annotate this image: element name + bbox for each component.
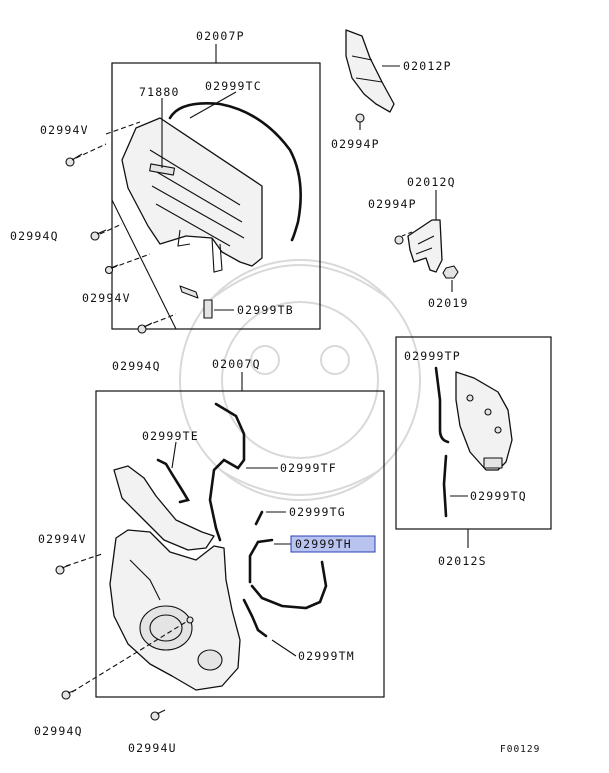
label-02999TC[interactable]: 02999TC — [205, 79, 262, 93]
label-02999TQ[interactable]: 02999TQ — [470, 489, 527, 503]
label-02994Q-lower[interactable]: 02994Q — [112, 359, 161, 373]
seal-02999TB[interactable] — [179, 285, 199, 299]
bolt-02994V-top[interactable] — [65, 153, 83, 167]
label-02012S[interactable]: 02012S — [438, 554, 487, 568]
gasket-02999TE[interactable] — [156, 458, 191, 504]
bracket-02012Q-group — [394, 190, 459, 292]
label-02994V-lower[interactable]: 02994V — [38, 532, 87, 546]
label-02999TM[interactable]: 02999TM — [298, 649, 355, 663]
watermark-emblem — [179, 259, 421, 501]
label-02999TB[interactable]: 02999TB — [237, 303, 294, 317]
figure-code: F00129 — [500, 744, 540, 755]
label-02994U[interactable]: 02994U — [128, 741, 177, 755]
label-02999TG[interactable]: 02999TG — [289, 505, 346, 519]
gasket-02999TC[interactable] — [168, 102, 302, 242]
bolt-02994P-top[interactable] — [355, 113, 365, 130]
nut-02019[interactable] — [442, 265, 459, 279]
bracket-02012P[interactable] — [345, 29, 395, 113]
highlight-02999TH — [290, 535, 376, 553]
gasket-02999TQ[interactable] — [442, 454, 448, 518]
crank-opening[interactable] — [139, 605, 193, 651]
bolt-02994V-lower[interactable] — [55, 564, 71, 575]
label-02999TP[interactable]: 02999TP — [404, 349, 461, 363]
lower-cover-group — [55, 372, 385, 721]
gasket-02999TP[interactable] — [434, 366, 450, 444]
label-02994V-top[interactable]: 02994V — [40, 123, 89, 137]
label-02994Q-bottom[interactable]: 02994Q — [34, 724, 83, 738]
bracket-02012S-group — [395, 336, 552, 548]
bolt-02994U[interactable] — [150, 709, 166, 721]
gasket-02999TH[interactable] — [248, 538, 274, 584]
label-02999TF[interactable]: 02999TF — [280, 461, 337, 475]
gasket-loop[interactable] — [250, 560, 328, 610]
label-02994P-top[interactable]: 02994P — [331, 137, 380, 151]
label-02999TH[interactable]: 02999TH — [295, 537, 352, 551]
bracket-02012S[interactable] — [455, 371, 513, 471]
lower-cover-frame — [95, 390, 385, 698]
gasket-02999TG[interactable] — [254, 510, 264, 526]
label-02012P[interactable]: 02012P — [403, 59, 452, 73]
label-02019[interactable]: 02019 — [428, 296, 469, 310]
bracket-02012Q[interactable] — [407, 219, 443, 273]
gasket-02999TM[interactable] — [242, 598, 268, 638]
upper-cover-group — [65, 44, 321, 334]
label-02994P-mid[interactable]: 02994P — [368, 197, 417, 211]
bracket-02012S-frame — [395, 336, 552, 530]
cover-label-plate[interactable] — [149, 163, 176, 176]
bolt-02994Q-lower[interactable] — [137, 322, 153, 334]
label-71880[interactable]: 71880 — [139, 85, 180, 99]
label-02012Q[interactable]: 02012Q — [407, 175, 456, 189]
bracket-02012P-group — [345, 29, 400, 130]
inner-cover-upper[interactable] — [113, 465, 215, 551]
label-02994Q-upper[interactable]: 02994Q — [10, 229, 59, 243]
upper-timing-cover[interactable] — [121, 117, 263, 267]
gasket-02999TF[interactable] — [208, 402, 246, 542]
bolt-02994V-mid[interactable] — [104, 264, 119, 275]
label-02007P[interactable]: 02007P — [196, 29, 245, 43]
bolt-02994Q-bottom[interactable] — [61, 689, 77, 700]
label-02007Q[interactable]: 02007Q — [212, 357, 261, 371]
label-02994V-mid[interactable]: 02994V — [82, 291, 131, 305]
label-02999TE[interactable]: 02999TE — [142, 429, 199, 443]
bolt-02994Q-upper[interactable] — [90, 229, 107, 241]
bolt-02994P-mid[interactable] — [394, 235, 404, 245]
